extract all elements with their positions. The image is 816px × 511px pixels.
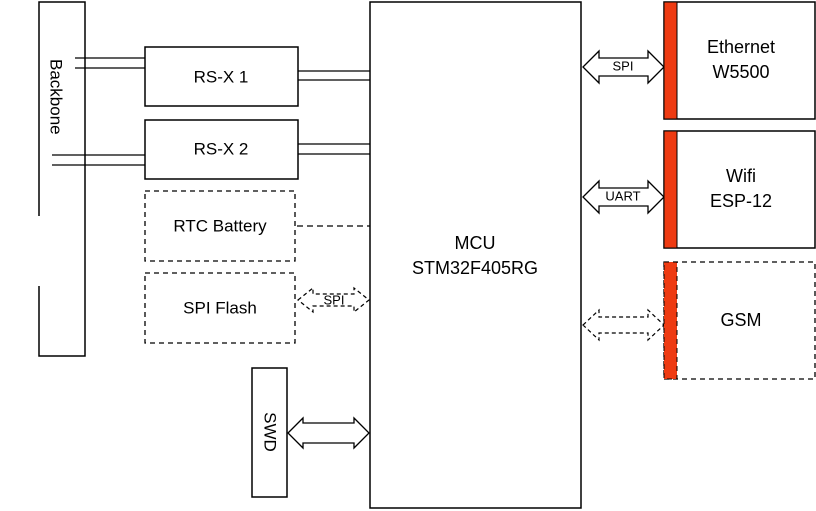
wifi-uart-label: UART (605, 188, 640, 203)
ethernet-accent-bar (663, 1, 678, 120)
wifi-block: Wifi ESP-12 (663, 130, 816, 249)
rsx1-label: RS-X 1 (194, 67, 249, 86)
rsx1-mcu-lines (298, 70, 370, 81)
ethernet-block: Ethernet W5500 (663, 1, 816, 120)
wifi-accent-bar (663, 130, 678, 249)
spi-flash-label: SPI Flash (183, 298, 257, 317)
gsm-accent-bar (663, 261, 678, 380)
mcu-part-number: STM32F405RG (412, 258, 538, 278)
mcu-block: MCU STM32F405RG (369, 1, 582, 509)
backbone: Backbone (38, 1, 86, 357)
swd-label: SWD (261, 412, 280, 452)
spi-flash-block: SPI Flash (144, 272, 296, 344)
backbone-rsx-lines (52, 57, 145, 166)
ethernet-title: Ethernet (707, 37, 775, 57)
flash-spi-arrow: SPI (297, 286, 370, 314)
rsx1-block: RS-X 1 (144, 46, 299, 107)
wifi-title: Wifi (726, 166, 756, 186)
ethernet-spi-arrow: SPI (582, 49, 665, 85)
backbone-label: Backbone (47, 59, 66, 135)
rsx2-mcu-lines (298, 143, 370, 155)
gsm-arrow (582, 308, 665, 342)
rtc-battery-label: RTC Battery (173, 216, 267, 235)
rsx2-block: RS-X 2 (144, 119, 299, 180)
ethernet-spi-label: SPI (613, 58, 634, 73)
gsm-label: GSM (720, 310, 761, 330)
rsx2-label: RS-X 2 (194, 139, 249, 158)
gsm-block: GSM (663, 261, 816, 380)
ethernet-part-number: W5500 (712, 62, 769, 82)
rtc-battery-block: RTC Battery (144, 190, 296, 262)
swd-block: SWD (251, 367, 288, 498)
swd-mcu-arrow (287, 416, 370, 450)
wifi-part-number: ESP-12 (710, 191, 772, 211)
wifi-uart-arrow: UART (582, 179, 665, 215)
flash-spi-label: SPI (324, 292, 345, 307)
mcu-title: MCU (455, 233, 496, 253)
